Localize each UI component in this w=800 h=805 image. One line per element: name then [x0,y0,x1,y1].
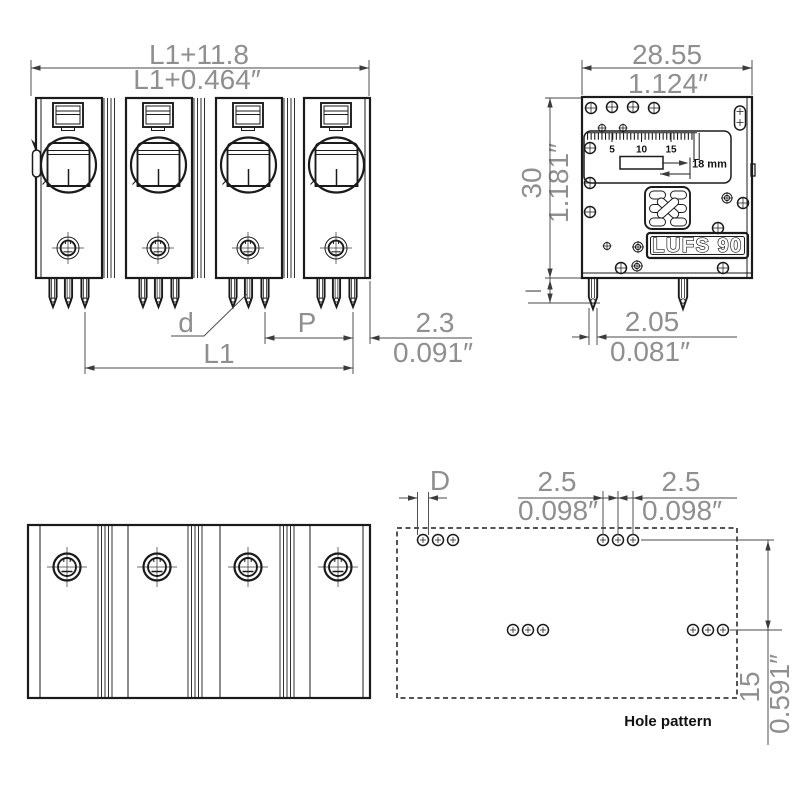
dim-pitch-left-mm: 2.5 [538,466,577,497]
dim-front-overall-inch: L1+0.464″ [133,64,261,95]
brand-logo [644,186,691,230]
dim-pin-edge-inch: 0.091″ [393,337,473,368]
dim-side-width-inch: 1.124″ [628,68,708,99]
label-pitch: P [298,307,317,338]
side-dim-width: 28.55 1.124″ [581,39,753,99]
dim-pitch-right-inch: 0.098″ [642,495,722,526]
product-marking-text: LUFS 90 [652,235,743,257]
end-flag [31,139,36,152]
label-pin-length: l [523,289,546,294]
side-view: 28.55 1.124″ 30 1.181″ l [516,39,756,367]
dim-pin-width-inch: 0.081″ [610,336,690,367]
leader-pin-diameter [171,293,248,337]
dim-pitch-right-mm: 2.5 [662,466,701,497]
front-terminal-blocks [31,98,370,307]
end-latch [31,149,42,178]
gauge-tick-5: 5 [609,145,615,156]
side-dim-pin-width: 2.05 0.081″ [572,306,737,367]
dim-front-overall-mm: L1+11.8 [149,39,249,70]
holes-middle-row [506,623,730,637]
board-outline [396,527,738,699]
dim-side-height-inch: 1.181″ [543,143,574,223]
wire-strip-gauge: 5 10 15 18 mm [583,130,732,184]
gauge-tick-10: 10 [636,145,648,156]
dim-pin-width-mm: 2.05 [625,306,680,337]
dim-side-height-mm: 30 [516,167,547,198]
front-view: L1+11.8 L1+0.464″ d P [30,39,473,374]
label-pin-diameter: d [178,307,194,338]
dim-side-width-mm: 28.55 [632,39,702,70]
product-label: LUFS 90 [645,231,750,260]
front-dim-overall: L1+11.8 L1+0.464″ [30,39,370,96]
front-dims-bottom: d P 2.3 0.091″ L1 [84,281,473,374]
dim-row-spacing-mm: 15 [734,671,765,702]
dim-row-spacing-inch: 0.591″ [764,654,795,734]
label-hole-diameter: D [430,465,450,496]
dim-hole-pitch: 2.5 0.098″ 2.5 0.098″ [518,466,737,535]
top-view [26,523,372,700]
mount-slot [733,105,747,131]
dim-pin-edge-mm: 2.3 [416,307,455,338]
holes-top-row [416,533,640,547]
gauge-tick-15: 15 [665,145,677,156]
hole-pattern-caption: Hole pattern [624,713,712,730]
gauge-length-text: 18 mm [692,159,727,171]
dim-pitch-left-inch: 0.098″ [518,495,598,526]
side-dim-height: 30 1.181″ l [516,97,600,304]
side-body: 5 10 15 18 mm [580,95,756,310]
dim-row-spacing: 15 0.591″ [641,539,795,745]
hole-pattern-view: D 2.5 0.098″ 2.5 0.098″ 15 0.591″ Hole p… [396,465,795,745]
dim-hole-diameter: D [399,465,450,535]
label-length: L1 [203,338,234,369]
